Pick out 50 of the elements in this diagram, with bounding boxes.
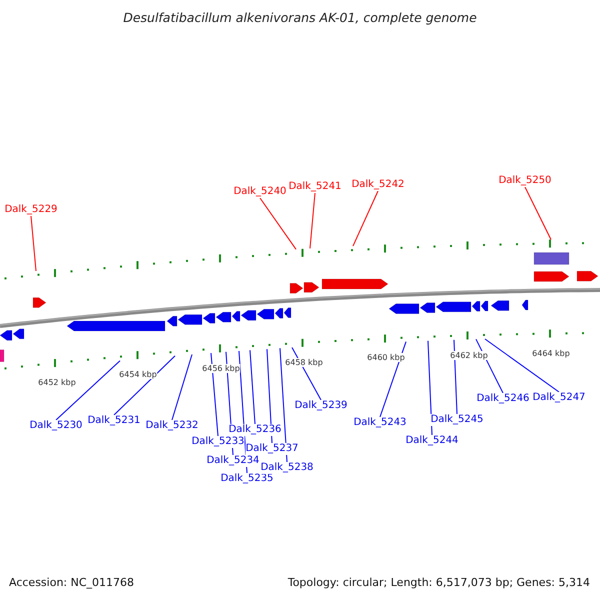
gene-label: Dalk_5245 <box>430 414 484 426</box>
leader-line <box>210 352 218 436</box>
gene-label: Dalk_5229 <box>4 204 58 216</box>
gene-label: Dalk_5247 <box>532 392 586 404</box>
scale-label: 6458 kbp <box>285 358 323 367</box>
leader-line <box>266 348 272 444</box>
scale-label: 6460 kbp <box>367 353 405 362</box>
gene-label: Dalk_5231 <box>88 415 140 427</box>
gene-label: Dalk_5239 <box>294 400 348 412</box>
leader-line <box>454 339 458 414</box>
gene-label: Dalk_5240 <box>234 186 286 198</box>
gene-label: Dalk_5230 <box>30 420 82 432</box>
gene-label: Dalk_5235 <box>220 473 274 485</box>
leader-line <box>428 340 432 436</box>
leader-line <box>30 216 36 272</box>
scale-label: 6464 kbp <box>532 349 570 358</box>
leader-line <box>56 360 120 420</box>
leader-line <box>484 338 560 392</box>
gene-label: Dalk_5250 <box>498 175 552 187</box>
gene-label: Dalk_5243 <box>354 417 406 429</box>
leader-line <box>250 350 256 424</box>
leader-line <box>524 186 552 240</box>
leader-line <box>114 355 176 416</box>
leader-line <box>292 347 322 400</box>
scale-label: 6454 kbp <box>119 370 157 379</box>
footer-text: Accession: NC_011768 <box>9 576 134 589</box>
leader-line <box>280 348 288 462</box>
leader-line <box>352 190 378 247</box>
leader-line <box>172 354 192 420</box>
leader-line <box>380 341 406 418</box>
gene-label: Dalk_5244 <box>406 435 458 447</box>
scale-label: 6462 kbp <box>450 351 488 360</box>
footer-text: Topology: circular; Length: 6,517,073 bp; Genes: 5,314 <box>288 576 590 589</box>
tick-track-drawing <box>4 240 584 280</box>
title: Desulfatibacillum alkenivorans AK-01, complete genome <box>122 10 478 25</box>
scale-label: 6452 kbp <box>38 378 76 387</box>
gene-label: Dalk_5237 <box>246 443 298 455</box>
gene-label: Dalk_5234 <box>206 455 260 467</box>
gene-label: Dalk_5242 <box>352 179 404 191</box>
leader-line <box>476 338 504 394</box>
gene-label: Dalk_5241 <box>288 181 342 193</box>
gene-label: Dalk_5236 <box>228 424 282 436</box>
gene-label: Dalk_5232 <box>146 420 198 432</box>
leader-line <box>260 198 296 250</box>
gene-label: Dalk_5238 <box>260 462 314 474</box>
chromosome-backbone-drawing <box>0 288 600 328</box>
gene-label: Dalk_5246 <box>476 393 530 405</box>
gene-label: Dalk_5233 <box>192 436 244 448</box>
scale-label: 6456 kbp <box>202 364 240 373</box>
leader-line <box>310 192 316 249</box>
